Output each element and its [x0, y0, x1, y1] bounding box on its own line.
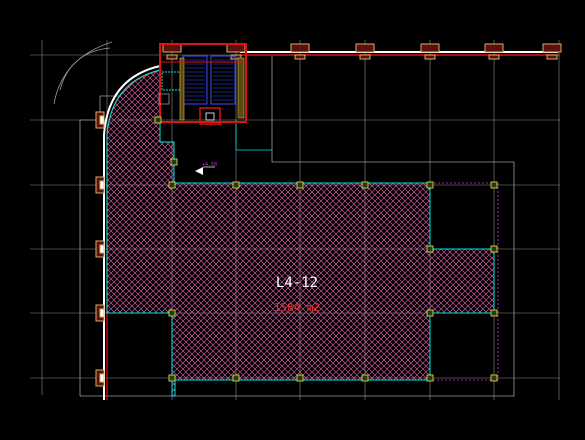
room-label[interactable]: L4-12 [276, 275, 318, 291]
column-marker [168, 374, 176, 382]
facade-pier [95, 240, 105, 258]
facade-pier [355, 43, 375, 60]
column-marker [361, 181, 369, 189]
facade-pier [95, 111, 105, 129]
column-marker [170, 158, 178, 166]
column-marker [490, 374, 498, 382]
column-marker [490, 181, 498, 189]
column-marker [232, 374, 240, 382]
top-facade [162, 43, 562, 60]
facade-pier [542, 43, 562, 60]
column-marker [490, 309, 498, 317]
column-marker [426, 181, 434, 189]
room-area: 1584 m2 [274, 301, 320, 314]
column-marker [426, 245, 434, 253]
facade-pier [420, 43, 440, 60]
facade-piers [162, 43, 562, 60]
column-marker [426, 309, 434, 317]
facade-pier [95, 176, 105, 194]
column-marker [296, 181, 304, 189]
facade-pier [162, 43, 182, 60]
level-tag-text: +4.50 [202, 162, 217, 168]
column-marker [168, 181, 176, 189]
facade-pier [95, 304, 105, 322]
stair-core-icon[interactable] [158, 43, 247, 125]
column-markers [154, 116, 498, 382]
column-marker [296, 374, 304, 382]
level-tag-arrow-icon[interactable] [195, 166, 215, 175]
floor-slab-area[interactable] [106, 69, 495, 397]
column-marker [426, 374, 434, 382]
facade-pier [226, 43, 246, 60]
column-marker [232, 181, 240, 189]
column-marker [361, 374, 369, 382]
facade-pier [290, 43, 310, 60]
column-marker [168, 309, 176, 317]
column-marker [154, 116, 162, 124]
facade-pier [484, 43, 504, 60]
facade-pier [95, 369, 105, 387]
column-marker [490, 245, 498, 253]
void-outline-dashed [430, 182, 499, 381]
